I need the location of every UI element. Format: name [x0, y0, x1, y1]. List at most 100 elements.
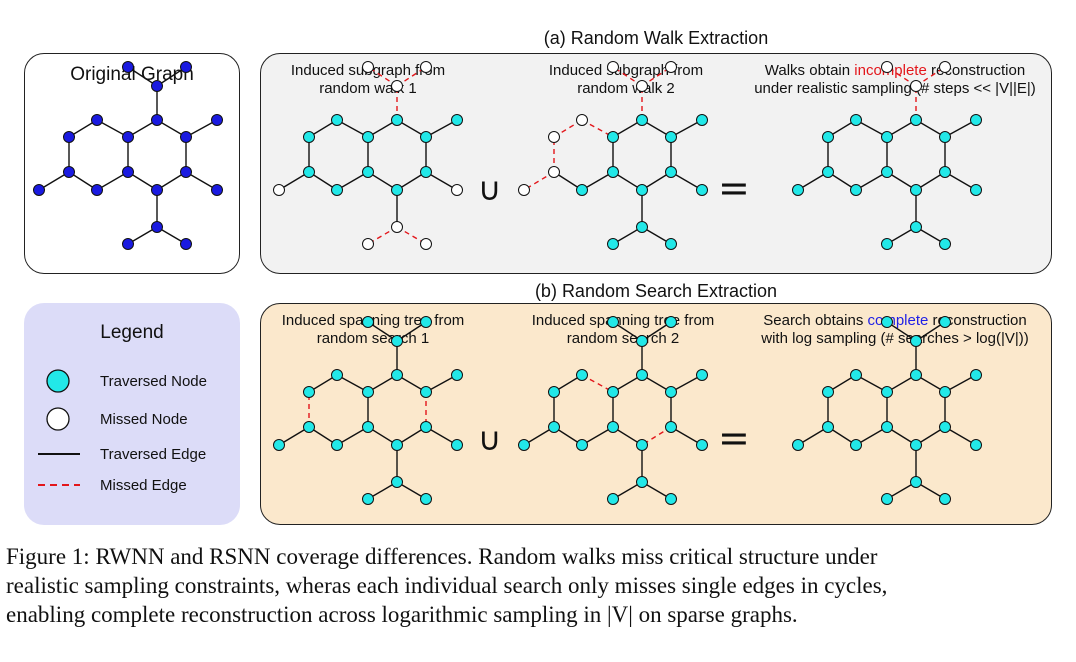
search-result-pre: Search obtains — [763, 312, 868, 329]
traversed-node — [362, 493, 374, 505]
traversed-node — [910, 114, 922, 126]
traversed-node — [910, 369, 922, 381]
traversed-node — [822, 166, 834, 178]
traversed-node — [607, 238, 619, 250]
graph-node — [151, 80, 163, 92]
traversed-node — [607, 316, 619, 328]
traversed-node — [881, 421, 893, 433]
missed-node — [451, 184, 463, 196]
traversed-node — [792, 184, 804, 196]
traversed-node — [362, 131, 374, 143]
complete-highlight: complete — [867, 312, 929, 329]
traversed-node — [420, 166, 432, 178]
traversed-node — [420, 316, 432, 328]
missed-node — [420, 61, 432, 73]
traversed-node — [607, 386, 619, 398]
traversed-node — [910, 476, 922, 488]
traversed-node — [607, 166, 619, 178]
traversed-node — [548, 421, 560, 433]
missed-node — [391, 221, 403, 233]
traversed-node — [636, 369, 648, 381]
traversed-node — [607, 421, 619, 433]
original-graph-title: Original Graph — [70, 64, 194, 85]
missed-node — [607, 61, 619, 73]
traversed-node — [881, 238, 893, 250]
traversed-node — [939, 421, 951, 433]
traversed-node — [850, 114, 862, 126]
traversed-node — [303, 166, 315, 178]
missed-node — [518, 184, 530, 196]
search1-label-line2: random search 1 — [316, 330, 430, 347]
legend-traversed-node: Traversed Node — [100, 373, 207, 390]
traversed-node — [548, 386, 560, 398]
traversed-node — [331, 184, 343, 196]
traversed-node — [636, 114, 648, 126]
traversed-node — [881, 386, 893, 398]
traversed-node — [518, 439, 530, 451]
section-b-title: (b) Random Search Extraction — [534, 281, 778, 301]
search2-label-line1: Induced spanning tree from — [531, 312, 715, 329]
graph-walk-union — [792, 61, 982, 250]
graph-search2 — [518, 316, 708, 505]
search1-label: Induced spanning tree from random search… — [262, 312, 484, 348]
traversed-node — [850, 369, 862, 381]
traversed-node — [881, 166, 893, 178]
missed-node — [362, 238, 374, 250]
traversed-node-icon — [46, 369, 70, 393]
graph-node — [211, 114, 223, 126]
missed-node — [910, 80, 922, 92]
caption-line2: realistic sampling constraints, wheras e… — [6, 573, 888, 598]
traversed-node — [607, 131, 619, 143]
traversed-node — [822, 131, 834, 143]
traversed-node — [970, 184, 982, 196]
walk2-label-line2: random walk 2 — [577, 80, 675, 97]
traversed-node — [636, 335, 648, 347]
traversed-node — [636, 476, 648, 488]
traversed-node — [607, 493, 619, 505]
graph-node — [122, 238, 134, 250]
legend-missed-edge: Missed Edge — [100, 477, 187, 494]
traversed-node — [665, 316, 677, 328]
graph-node — [151, 221, 163, 233]
traversed-node — [636, 184, 648, 196]
traversed-node — [822, 421, 834, 433]
graph-walk2 — [518, 61, 708, 250]
traversed-node — [451, 114, 463, 126]
union-operator-a: ∪ — [478, 170, 502, 208]
walk-result-post: reconstruction — [926, 62, 1026, 79]
traversed-node — [822, 386, 834, 398]
traversed-node — [331, 369, 343, 381]
traversed-node — [362, 421, 374, 433]
traversed-node — [970, 439, 982, 451]
traversed-node — [792, 439, 804, 451]
traversed-node — [881, 316, 893, 328]
traversed-node — [391, 439, 403, 451]
walk2-label-line1: Induced subgraph from — [548, 62, 704, 79]
graph-search1 — [273, 316, 463, 505]
traversed-node — [665, 131, 677, 143]
traversed-node — [420, 421, 432, 433]
traversed-node — [910, 221, 922, 233]
legend-title: Legend — [100, 322, 164, 343]
traversed-node — [881, 493, 893, 505]
missed-node — [636, 80, 648, 92]
graph-node — [122, 166, 134, 178]
traversed-node — [881, 131, 893, 143]
graph-node — [151, 114, 163, 126]
traversed-node — [970, 369, 982, 381]
traversed-node — [391, 335, 403, 347]
walk-result-line2: under realistic sampling (# steps << |V|… — [754, 80, 1036, 97]
traversed-node — [850, 184, 862, 196]
traversed-node — [576, 369, 588, 381]
traversed-node — [939, 386, 951, 398]
walk1-label-line2: random walk 1 — [319, 80, 417, 97]
traversed-node — [939, 316, 951, 328]
search2-label-line2: random search 2 — [566, 330, 680, 347]
missed-node — [939, 61, 951, 73]
traversed-node — [850, 439, 862, 451]
graph-original — [33, 61, 223, 250]
missed-node — [665, 61, 677, 73]
legend-traversed-edge: Traversed Edge — [100, 446, 207, 463]
traversed-node — [362, 316, 374, 328]
traversed-node — [696, 369, 708, 381]
